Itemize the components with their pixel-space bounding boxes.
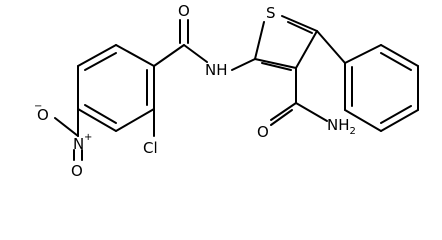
carboxamide-oxygen-label: O: [257, 123, 269, 141]
nitro-oxygen-bottom-label: O: [71, 162, 83, 180]
chlorine-label: Cl: [143, 139, 158, 157]
amide-nh-label: NH: [205, 61, 228, 79]
carbonyl-oxygen-label: O: [178, 2, 190, 20]
bonds: [54, 15, 419, 161]
atom-labels: O NH S Cl N + O − O O NH2: [34, 2, 356, 180]
nitro-oxygen-charge: −: [34, 101, 42, 112]
nitro-nitrogen-label: N: [73, 135, 84, 153]
nitro-oxygen-minus-label: O: [37, 106, 49, 124]
molecule-structure: O NH S Cl N + O − O O NH2: [34, 2, 419, 180]
thiophene-sulfur-label: S: [266, 4, 276, 22]
nitro-nitrogen-charge: +: [84, 132, 92, 143]
carboxamide-nh2-label: NH2: [327, 116, 356, 137]
